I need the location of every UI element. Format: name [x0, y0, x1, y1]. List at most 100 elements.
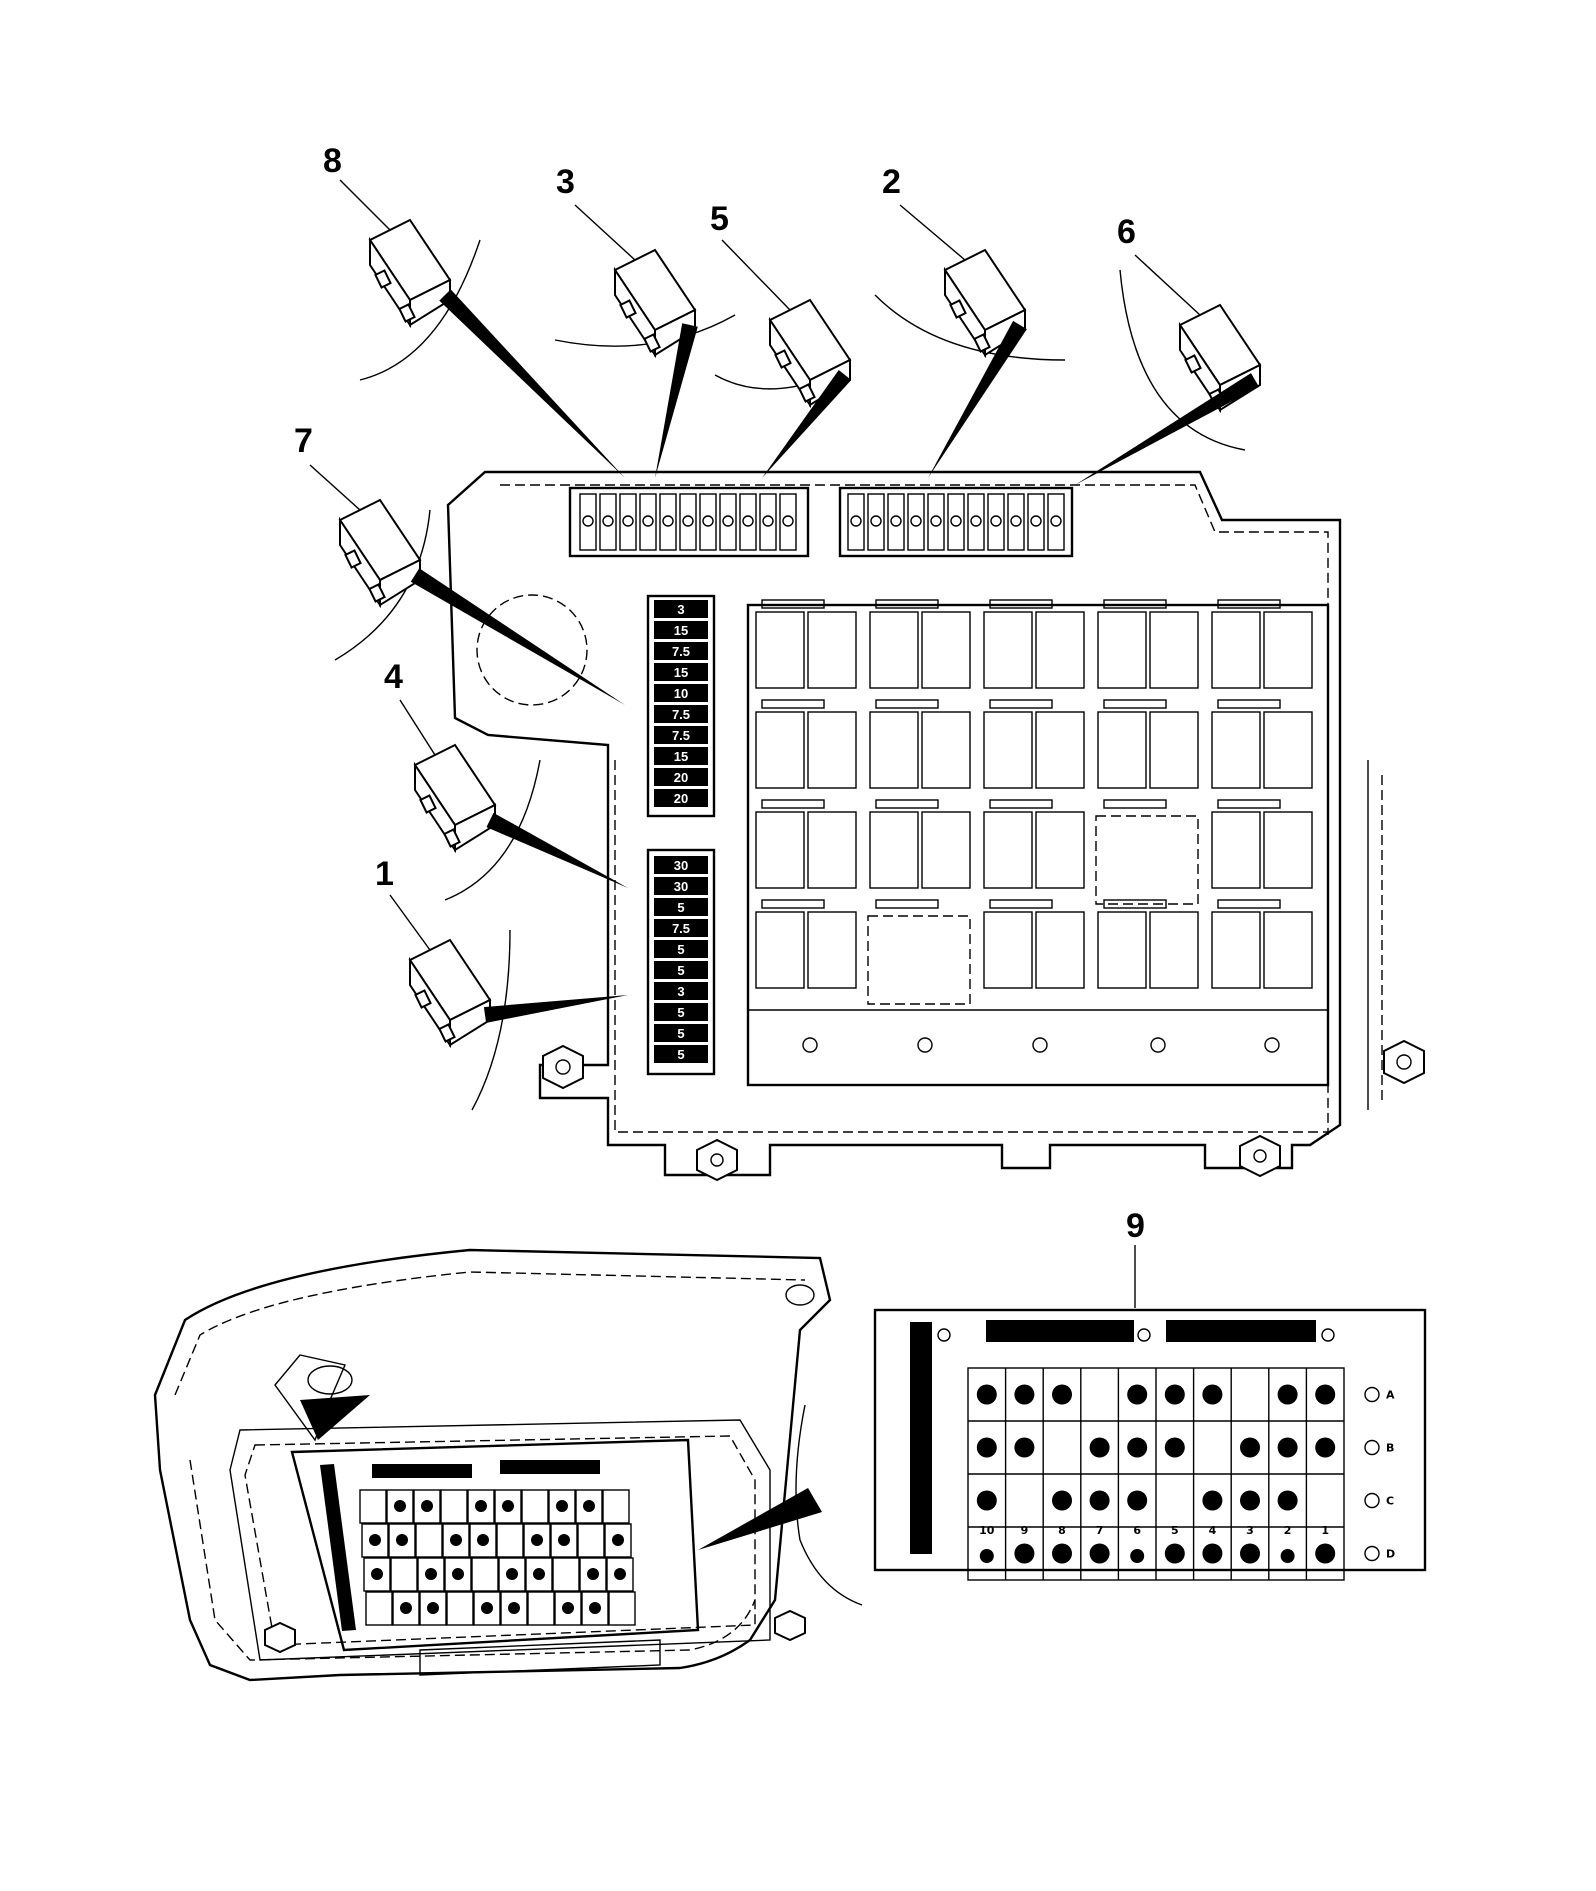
- fuse-contact: [1050, 515, 1062, 527]
- fuse-box-housing: [446, 470, 1425, 1182]
- fuse-contact: [642, 515, 654, 527]
- fuse-blade: [414, 989, 432, 1009]
- callout-3: 3: [556, 163, 575, 201]
- fuse: [1027, 493, 1045, 551]
- mini-label-cell: [606, 1557, 634, 1592]
- housing-hole: [1032, 1037, 1048, 1053]
- mini-label-cell: [527, 1591, 555, 1626]
- relay-clip: [875, 799, 939, 809]
- mini-label-cell: [498, 1557, 526, 1592]
- fuse-blade: [443, 828, 461, 848]
- relay: [807, 911, 857, 989]
- fuse: [887, 493, 905, 551]
- function-symbol-icon: [1127, 1437, 1148, 1458]
- callout-pointer: [486, 812, 628, 888]
- fuse-rating: 5: [677, 1047, 684, 1062]
- mini-label-cell: [577, 1523, 605, 1558]
- housing-hole: [1150, 1037, 1166, 1053]
- fuse-contact: [990, 515, 1002, 527]
- function-symbol-icon: [976, 1437, 997, 1458]
- exploded-fuse: [389, 894, 628, 1111]
- callout-pointer: [928, 320, 1027, 478]
- relay: [755, 911, 805, 989]
- mini-label-cell: [392, 1591, 420, 1626]
- callout-pointer: [1075, 373, 1260, 485]
- fuse-contact: [950, 515, 962, 527]
- fuse-rating: 5: [677, 942, 684, 957]
- label-col-number: 8: [1058, 1524, 1066, 1537]
- mini-label-cell: [363, 1557, 391, 1592]
- callout-pointer: [655, 323, 698, 478]
- mini-label-cell: [575, 1489, 603, 1524]
- exploded-fuse: [554, 204, 736, 478]
- function-symbol-icon: [1164, 1437, 1185, 1458]
- mini-label-cell: [359, 1489, 387, 1524]
- relay-block: [746, 599, 1330, 1087]
- fuse: [759, 493, 777, 551]
- relay: [807, 811, 857, 889]
- callout-arc: [359, 239, 481, 381]
- mini-label-cell: [579, 1557, 607, 1592]
- function-symbol-icon: [1052, 1490, 1072, 1511]
- relay-clip: [761, 599, 825, 609]
- fuse-contact: [782, 515, 794, 527]
- relay: [1097, 911, 1147, 989]
- mini-label-cell: [440, 1489, 468, 1524]
- callout-arc: [874, 294, 1066, 361]
- function-symbol-icon: [1202, 1384, 1223, 1405]
- relay: [869, 811, 919, 889]
- label-row-letter: D: [1386, 1548, 1395, 1561]
- mini-label-cell: [521, 1489, 549, 1524]
- fuse: [967, 493, 985, 551]
- exploded-fuse: [1075, 254, 1262, 485]
- label-row-letter: A: [1386, 1389, 1395, 1402]
- fuse: [654, 789, 708, 807]
- exploded-fuse: [399, 699, 628, 901]
- relay-clip: [875, 899, 939, 909]
- fuse-contact: [722, 515, 734, 527]
- fuse: [654, 1045, 708, 1063]
- mini-label-cell: [523, 1523, 551, 1558]
- relay-clip: [989, 799, 1053, 809]
- callout-leader: [1134, 254, 1201, 316]
- exploded-fuse: [339, 179, 625, 478]
- mini-label-cell: [525, 1557, 553, 1592]
- fuse: [699, 493, 717, 551]
- mini-symbol-icon: [531, 1534, 543, 1546]
- fuse: [654, 747, 708, 765]
- fuse: [654, 856, 708, 874]
- fuse-contact: [1010, 515, 1022, 527]
- function-symbol-icon: [976, 1490, 997, 1511]
- mini-symbol-icon: [562, 1602, 574, 1614]
- fuse: [654, 877, 708, 895]
- fuse-rating: 7.5: [672, 707, 690, 722]
- function-symbol-icon: [1089, 1490, 1110, 1511]
- mini-label-cell: [413, 1489, 441, 1524]
- mini-symbol-icon: [533, 1568, 545, 1580]
- function-symbol-icon: [1240, 1490, 1260, 1511]
- cover-label-miniature: [290, 1438, 700, 1652]
- relay: [1035, 811, 1085, 889]
- mini-symbol-icon: [425, 1568, 437, 1580]
- mini-label-cell: [548, 1489, 576, 1524]
- fuse-contact: [890, 515, 902, 527]
- fuse: [947, 493, 965, 551]
- fuse: [654, 1003, 708, 1021]
- relay: [755, 611, 805, 689]
- fuse: [679, 493, 697, 551]
- fuse-blade: [949, 299, 967, 319]
- label-col-number: 5: [1171, 1524, 1179, 1537]
- mini-symbol-icon: [396, 1534, 408, 1546]
- function-symbol-icon: [1014, 1437, 1035, 1458]
- fuse: [1047, 493, 1065, 551]
- relay-clip: [1103, 699, 1167, 709]
- relay: [755, 711, 805, 789]
- fuse-blade: [1184, 354, 1202, 374]
- mini-label-cell: [467, 1489, 495, 1524]
- callout-9: 9: [1126, 1207, 1145, 1245]
- relay-clip: [1217, 699, 1281, 709]
- mini-symbol-icon: [371, 1568, 383, 1580]
- relay: [1211, 711, 1261, 789]
- relay: [1149, 611, 1199, 689]
- mini-label-cell: [415, 1523, 443, 1558]
